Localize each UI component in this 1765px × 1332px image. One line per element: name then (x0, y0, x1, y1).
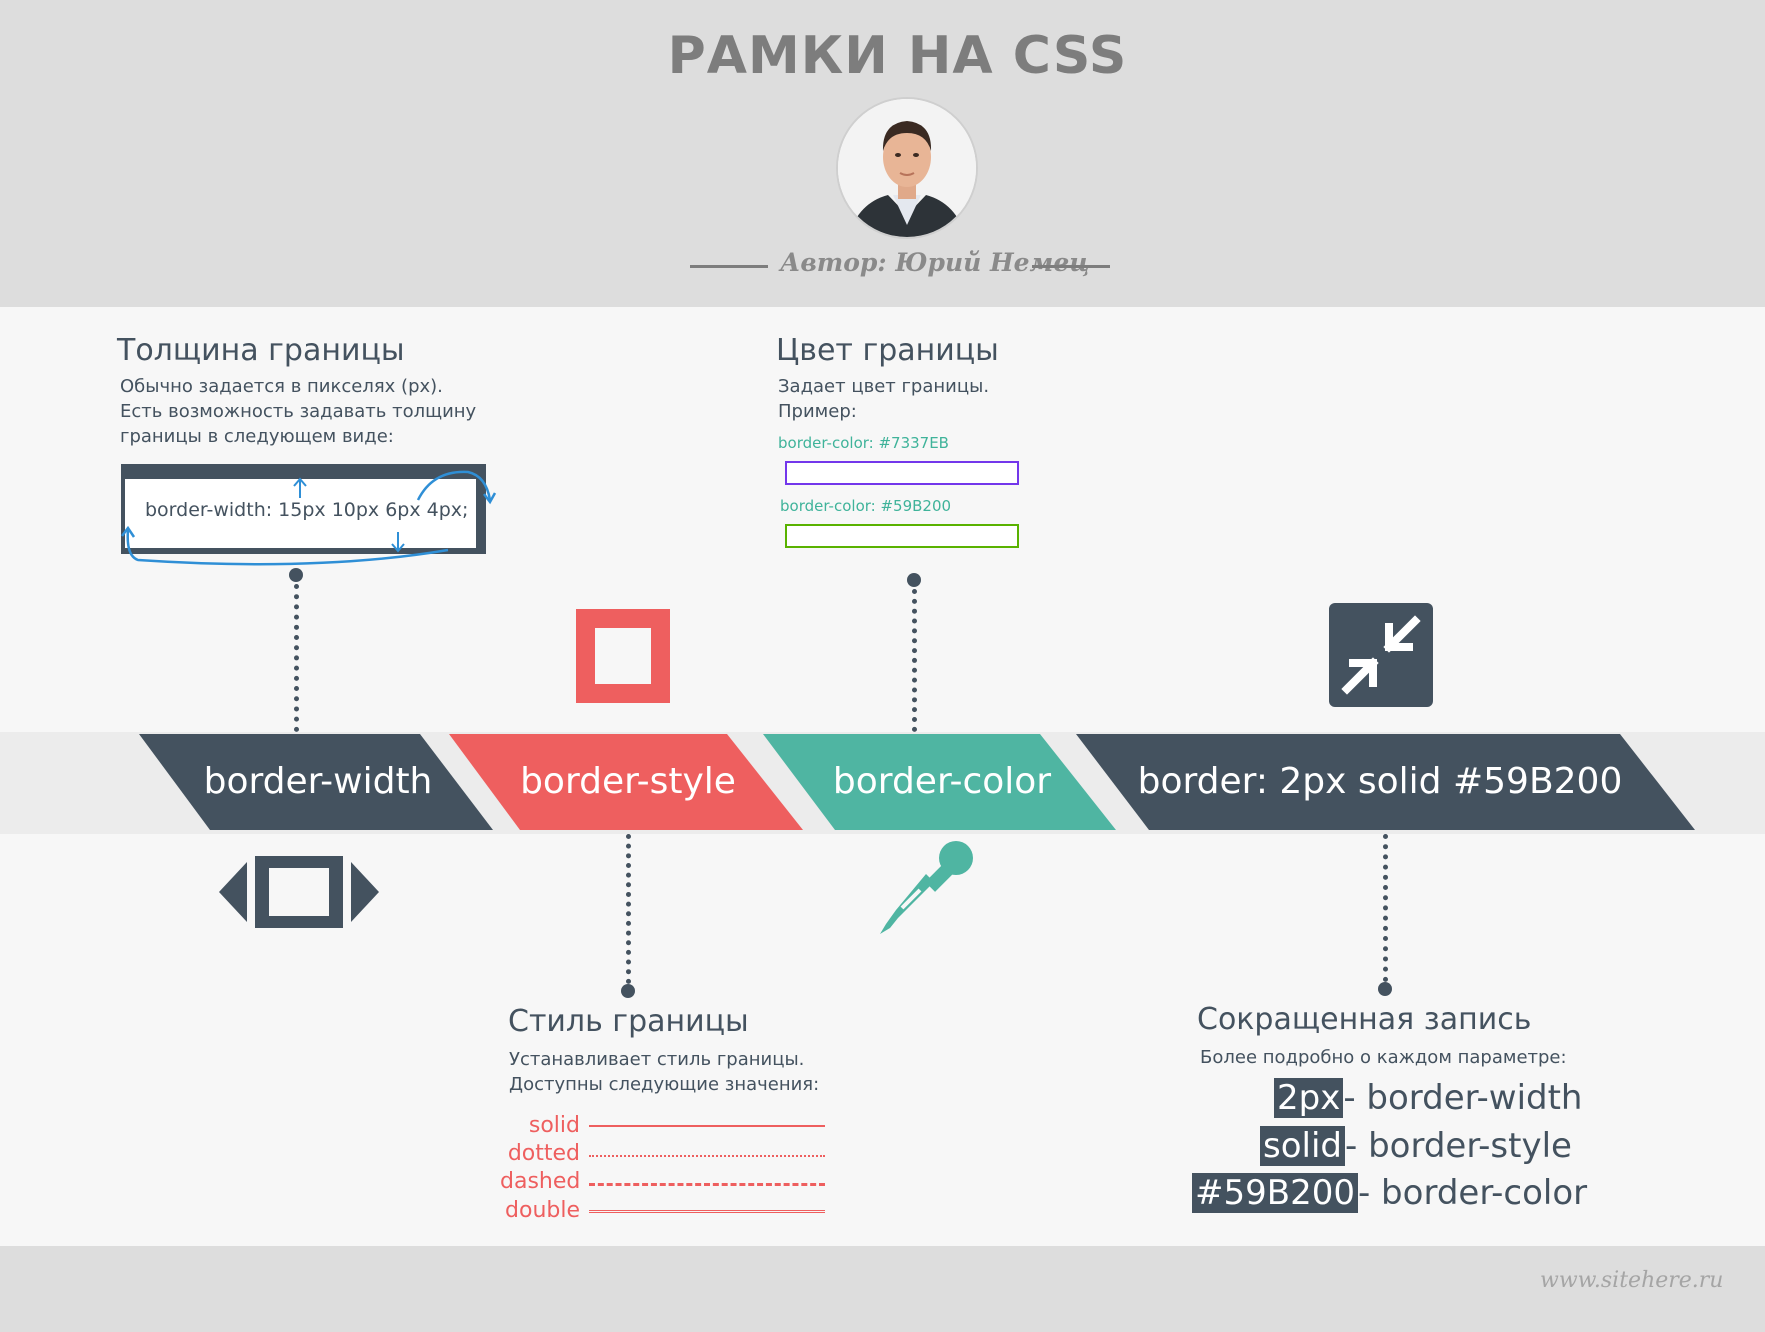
width-example-code: border-width: 15px 10px 6px 4px; (145, 499, 469, 521)
width-example-arrows (121, 470, 497, 566)
bar-label-border-shorthand: border: 2px solid #59B200 (1137, 761, 1623, 802)
shorthand-row-style: solid- border-style (1260, 1126, 1572, 1166)
color-section-title: Цвет границы (776, 333, 999, 368)
shorthand-row-width: 2px- border-width (1274, 1078, 1582, 1118)
color-text-line: Задает цвет границы. (778, 376, 990, 397)
style-connector-dot (621, 984, 635, 998)
shorthand-prop-color: - border-color (1357, 1173, 1588, 1213)
style-sample-solid (589, 1125, 825, 1127)
color-example-label-1: border-color: #7337EB (778, 434, 949, 452)
width-example-box: border-width: 15px 10px 6px 4px; (121, 464, 486, 554)
width-connector-line (294, 584, 299, 732)
width-text-line: границы в следующем виде: (120, 426, 394, 447)
color-example-box-purple (785, 461, 1019, 485)
shorthand-section-text: Более подробно о каждом параметре: (1200, 1047, 1567, 1068)
style-sample-dotted (589, 1155, 825, 1157)
style-value-solid: solid (528, 1113, 580, 1138)
author-avatar (836, 97, 978, 239)
style-value-dashed: dashed (500, 1169, 581, 1194)
style-text-line: Доступны следующие значения: (509, 1074, 820, 1095)
bar-border-style (449, 734, 803, 830)
shorthand-connector-line (1383, 834, 1388, 982)
stamp-frame-icon (568, 601, 678, 711)
color-section-text: Задает цвет границы. Пример: (778, 374, 1078, 424)
style-sample-double (589, 1210, 825, 1213)
bar-label-border-width: border-width (203, 761, 433, 802)
style-section-text: Устанавливает стиль границы. Доступны сл… (509, 1047, 869, 1097)
width-text-line: Есть возможность задавать толщину (120, 401, 477, 422)
shorthand-value-2px: 2px (1274, 1078, 1344, 1118)
eyedropper-icon (880, 841, 973, 934)
timeline-bars (139, 734, 1695, 830)
bar-border-width (139, 734, 493, 830)
site-watermark: www.sitehere.ru (1540, 1268, 1724, 1293)
footer-panel (0, 1246, 1765, 1332)
author-name: Автор: Юрий Немец (780, 248, 1090, 277)
style-sample-dashed (589, 1183, 825, 1186)
author-rule-left (690, 265, 768, 268)
shorthand-value-solid: solid (1260, 1126, 1345, 1166)
bar-border-shorthand (1076, 734, 1695, 830)
bar-label-border-style: border-style (520, 761, 736, 802)
shorthand-value-color: #59B200 (1192, 1173, 1358, 1213)
author-caption: Автор: Юрий Немец (690, 248, 1110, 284)
style-value-double: double (505, 1198, 580, 1223)
shorthand-connector-dot (1378, 982, 1392, 996)
style-value-dotted: dotted (507, 1141, 580, 1166)
shorthand-prop-width: - border-width (1343, 1078, 1583, 1118)
color-connector-line (912, 589, 917, 732)
color-example-label-2: border-color: #59B200 (780, 497, 952, 515)
style-connector-line (626, 834, 631, 984)
width-section-title: Толщина границы (117, 333, 405, 368)
width-text-line: Обычно задается в пикселях (px). (120, 376, 443, 397)
author-rule-right (1032, 265, 1110, 268)
shorthand-row-color: #59B200- border-color (1192, 1173, 1587, 1213)
resize-horizontal-icon (219, 856, 379, 928)
bar-label-border-color: border-color (832, 761, 1052, 802)
style-text-line: Устанавливает стиль границы. (509, 1049, 805, 1070)
shorthand-prop-style: - border-style (1345, 1126, 1572, 1166)
width-section-text: Обычно задается в пикселях (px). Есть во… (120, 374, 540, 449)
collapse-arrows-icon (1329, 603, 1433, 707)
color-text-line: Пример: (778, 401, 857, 422)
shorthand-section-title: Сокращенная запись (1197, 1002, 1532, 1037)
bar-border-color (763, 734, 1116, 830)
style-section-title: Стиль границы (508, 1004, 749, 1039)
page-title: РАМКИ НА CSS (667, 26, 1128, 86)
color-connector-dot (907, 573, 921, 587)
color-example-box-green (785, 524, 1019, 548)
width-connector-dot (289, 568, 303, 582)
